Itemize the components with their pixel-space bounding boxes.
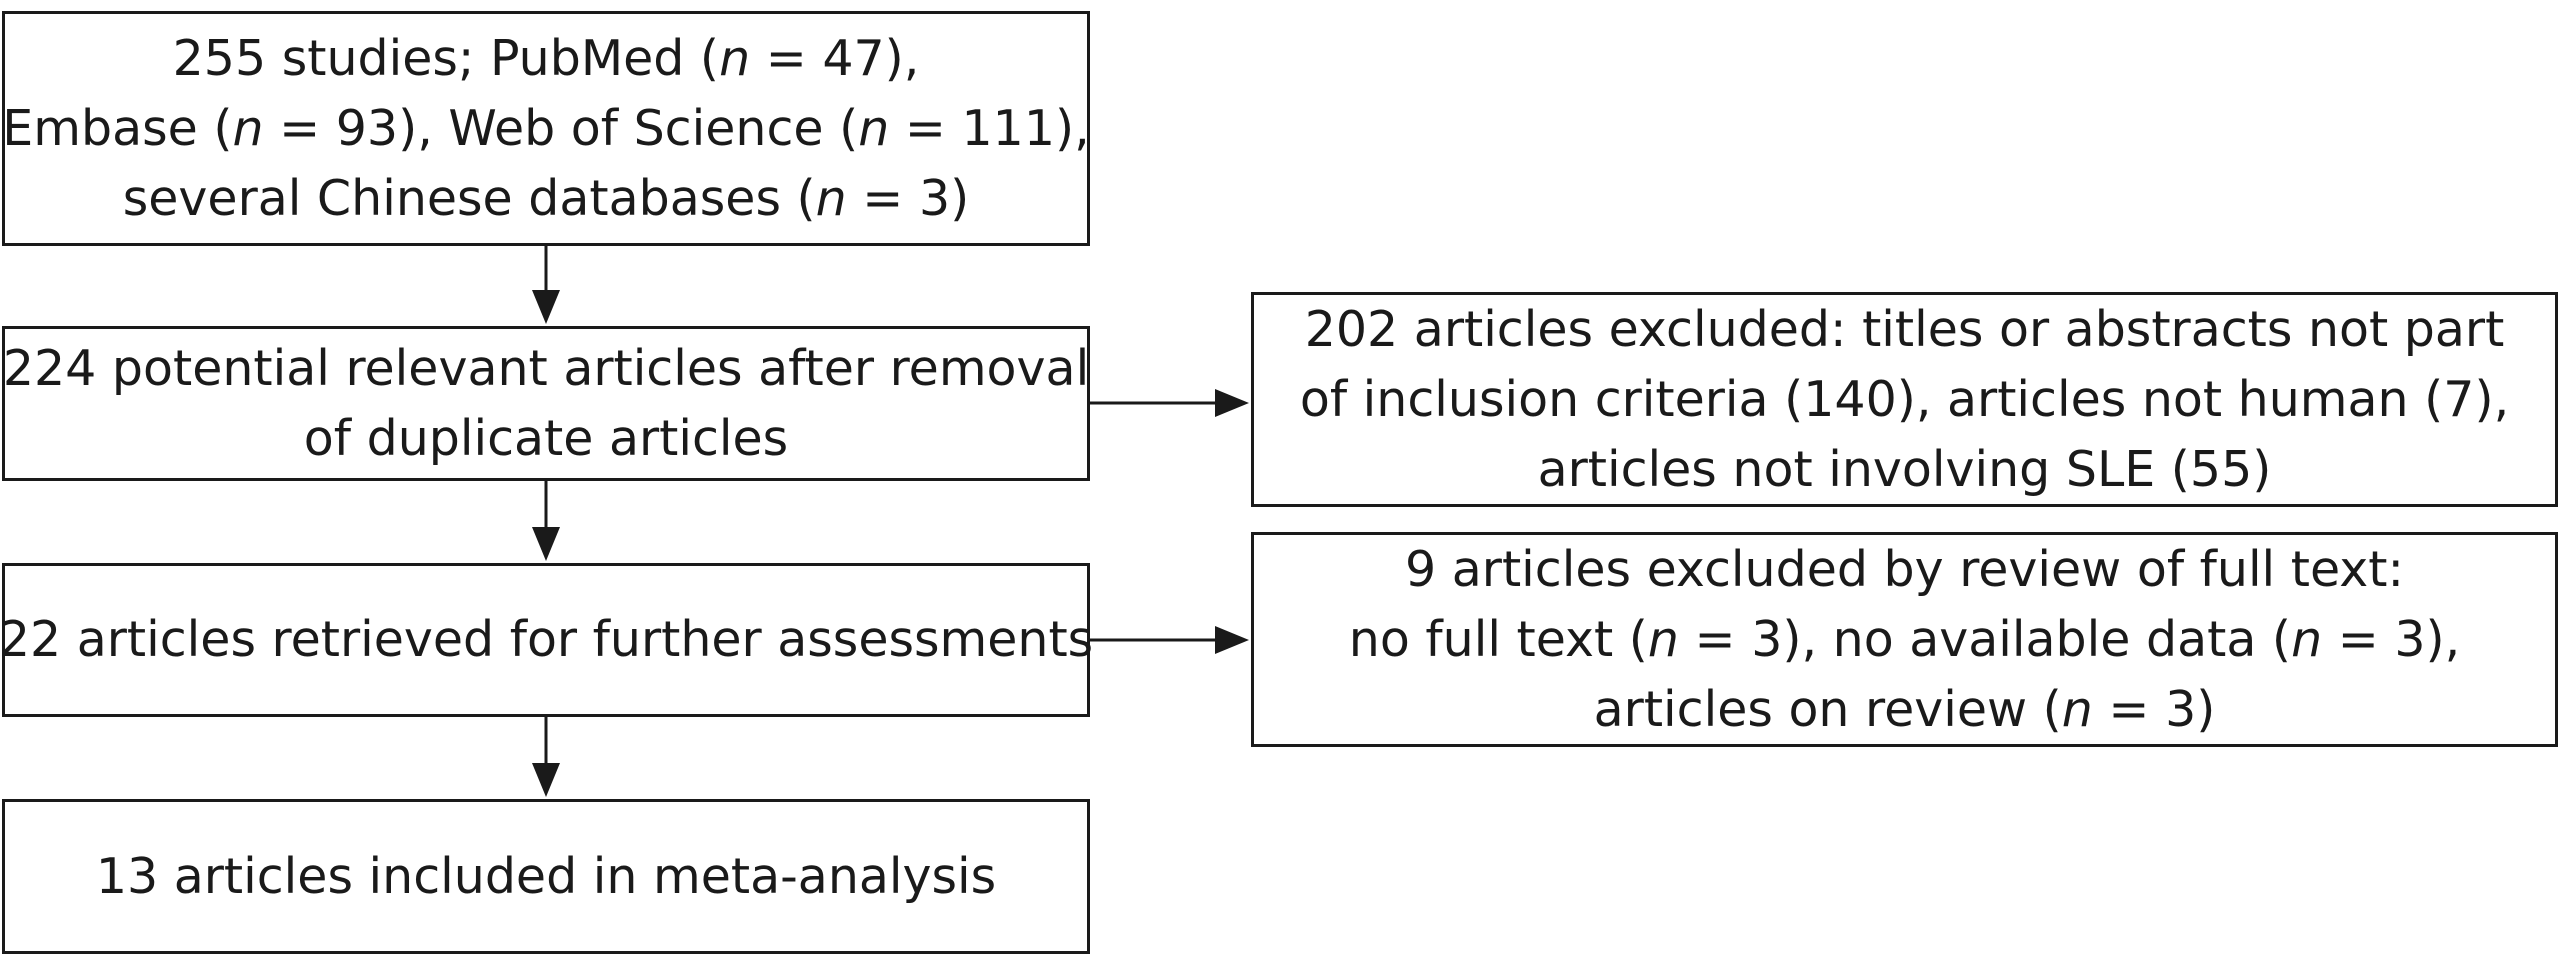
n-symbol: n [1647, 610, 1679, 668]
identified-line-1: 255 studies; PubMed (n = 47), [173, 24, 920, 94]
text: = 3), [2322, 610, 2461, 668]
n-symbol: n [2291, 610, 2323, 668]
screening-line-2: of inclusion criteria (140), articles no… [1299, 370, 2510, 428]
full-text-line-2: no full text (n = 3), no available data … [1349, 605, 2460, 675]
text: no full text ( [1348, 610, 1648, 668]
n-symbol: n [2061, 680, 2093, 738]
text: = 3) [846, 169, 970, 227]
text: Embase ( [2, 99, 233, 157]
n-symbol: n [719, 29, 751, 87]
included-line-1: 13 articles included in meta-analysis [95, 847, 997, 905]
text: 255 studies; PubMed ( [172, 29, 720, 87]
text: = 3) [2092, 680, 2216, 738]
screening-line-3: articles not involving SLE (55) [1537, 440, 2272, 498]
identified-studies-box: 255 studies; PubMed (n = 47), Embase (n … [2, 11, 1090, 246]
after-duplicates-line-2: of duplicate articles [303, 409, 789, 467]
arrowhead-down-1 [532, 290, 560, 324]
identified-line-2: Embase (n = 93), Web of Science (n = 111… [2, 94, 1089, 164]
n-symbol: n [232, 99, 264, 157]
retrieved-articles-box: 22 articles retrieved for further assess… [0, 563, 1094, 717]
text: articles on review ( [1593, 680, 2062, 738]
included-articles-box: 13 articles included in meta-analysis [2, 799, 1090, 954]
screening-exclusion-box: 202 articles excluded: titles or abstrac… [1251, 292, 2558, 507]
after-duplicates-box: 224 potential relevant articles after re… [2, 326, 1090, 481]
text: several Chinese databases ( [122, 169, 816, 227]
arrowhead-down-3 [532, 763, 560, 797]
full-text-exclusion-box: 9 articles excluded by review of full te… [1251, 532, 2558, 747]
n-symbol: n [858, 99, 890, 157]
text: = 93), Web of Science ( [263, 99, 859, 157]
text: = 3), no available data ( [1678, 610, 2292, 668]
text: = 111), [889, 99, 1090, 157]
arrowhead-right-2 [1215, 626, 1249, 654]
retrieved-line-1: 22 articles retrieved for further assess… [0, 611, 1094, 668]
full-text-line-3: articles on review (n = 3) [1594, 675, 2216, 745]
arrowhead-down-2 [532, 527, 560, 561]
text: = 47), [750, 29, 920, 87]
identified-line-3: several Chinese databases (n = 3) [123, 164, 969, 234]
screening-line-1: 202 articles excluded: titles or abstrac… [1304, 300, 2505, 358]
arrowhead-right-1 [1215, 389, 1249, 417]
n-symbol: n [815, 169, 847, 227]
full-text-line-1: 9 articles excluded by review of full te… [1405, 540, 2404, 598]
after-duplicates-line-1: 224 potential relevant articles after re… [2, 339, 1090, 397]
